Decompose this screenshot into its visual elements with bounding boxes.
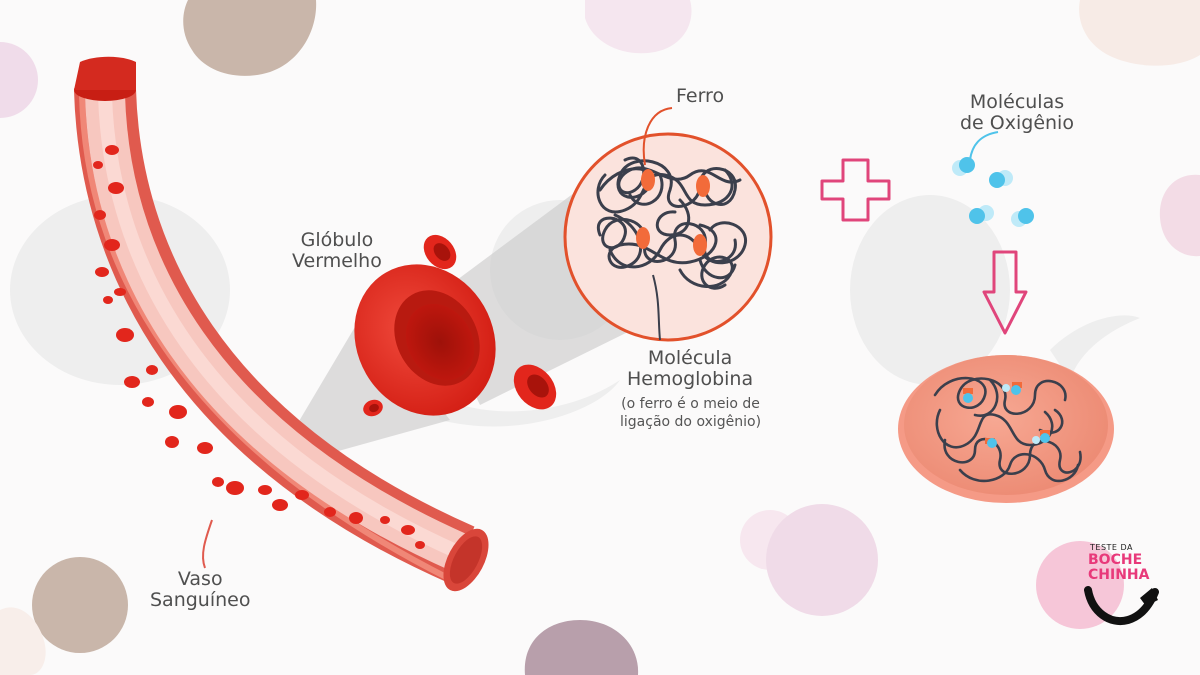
rbc-main bbox=[354, 264, 496, 416]
label-red-blood-cell: Glóbulo Vermelho bbox=[292, 229, 382, 273]
swirl-center-tail bbox=[430, 380, 620, 427]
vessel-lumen-center bbox=[98, 94, 463, 560]
zoom-cone-vessel bbox=[270, 310, 450, 470]
oxygen-pointer bbox=[969, 131, 999, 161]
logo-mid1-text: BOCHE bbox=[1088, 552, 1143, 568]
hemo-pointer bbox=[652, 274, 661, 341]
blob-logo-pink bbox=[1036, 541, 1124, 629]
logo-mid2-text: CHINHA bbox=[1088, 567, 1150, 583]
swirl-right bbox=[850, 195, 1010, 385]
blob-bottom-left bbox=[32, 557, 128, 653]
oxygen-line-1: Moléculas bbox=[969, 91, 1065, 113]
vessel-wall-highlight bbox=[79, 94, 450, 581]
vaso-line-2: Sanguíneo bbox=[150, 589, 251, 612]
vessel-end-inner bbox=[449, 536, 483, 584]
arrow-down-icon bbox=[982, 250, 1028, 335]
vaso-pointer bbox=[202, 519, 213, 569]
label-ferro: Ferro bbox=[676, 85, 725, 107]
blob-top-pink bbox=[585, 0, 692, 54]
vessel-top-cap bbox=[74, 56, 136, 90]
rbc-small-top bbox=[423, 234, 457, 270]
blob-top-brown bbox=[183, 0, 317, 76]
hemo-note-line-2: ligação do oxigênio) bbox=[620, 414, 762, 431]
ferro-pointer bbox=[642, 107, 673, 166]
vessel-blood-cells bbox=[93, 145, 425, 549]
hemoglobin-zoom-circle bbox=[563, 132, 773, 342]
swirl-right-tail bbox=[1050, 315, 1140, 380]
hemo-line-2: Hemoglobina bbox=[627, 368, 754, 391]
hemo-line-1: Molécula bbox=[647, 347, 733, 369]
hemo-note-line-1: (o ferro é o meio de bbox=[621, 396, 760, 412]
vaso-line-1: Vaso bbox=[177, 568, 223, 590]
label-oxygen-molecules: Moléculas de Oxigênio bbox=[960, 91, 1074, 135]
label-blood-vessel: Vaso Sanguíneo bbox=[150, 568, 251, 612]
globulo-line-2: Vermelho bbox=[292, 250, 382, 273]
blob-bottom-mauve bbox=[524, 620, 639, 675]
oxygen-molecules bbox=[952, 157, 1034, 227]
oxygenated-atoms bbox=[963, 382, 1050, 448]
label-hemoglobin-note: (o ferro é o meio de ligação do oxigênio… bbox=[620, 395, 761, 431]
globulo-line-1: Glóbulo bbox=[300, 229, 374, 251]
ferro-text: Ferro bbox=[676, 85, 725, 107]
rbc-small-bottom bbox=[363, 399, 383, 417]
oxygen-line-2: de Oxigênio bbox=[960, 112, 1074, 135]
plus-icon bbox=[820, 158, 891, 222]
logo-top-text: TESTE DA bbox=[1090, 543, 1133, 552]
blob-bottom-left-pale bbox=[0, 607, 46, 675]
blood-vessel bbox=[74, 56, 489, 592]
logo-mark bbox=[1084, 586, 1159, 626]
blob-top-right bbox=[1079, 0, 1200, 66]
rbc-small-right bbox=[513, 364, 557, 410]
iron-atoms bbox=[636, 169, 710, 256]
blob-right-pink bbox=[1159, 174, 1200, 257]
blob-left-pink bbox=[0, 42, 38, 118]
blob-bottom-center-pink bbox=[766, 504, 878, 616]
oxygenated-cell bbox=[898, 355, 1114, 503]
pointer-lines bbox=[202, 107, 999, 569]
label-hemoglobin: Molécula Hemoglobina bbox=[627, 347, 754, 391]
red-blood-cells bbox=[354, 234, 557, 417]
